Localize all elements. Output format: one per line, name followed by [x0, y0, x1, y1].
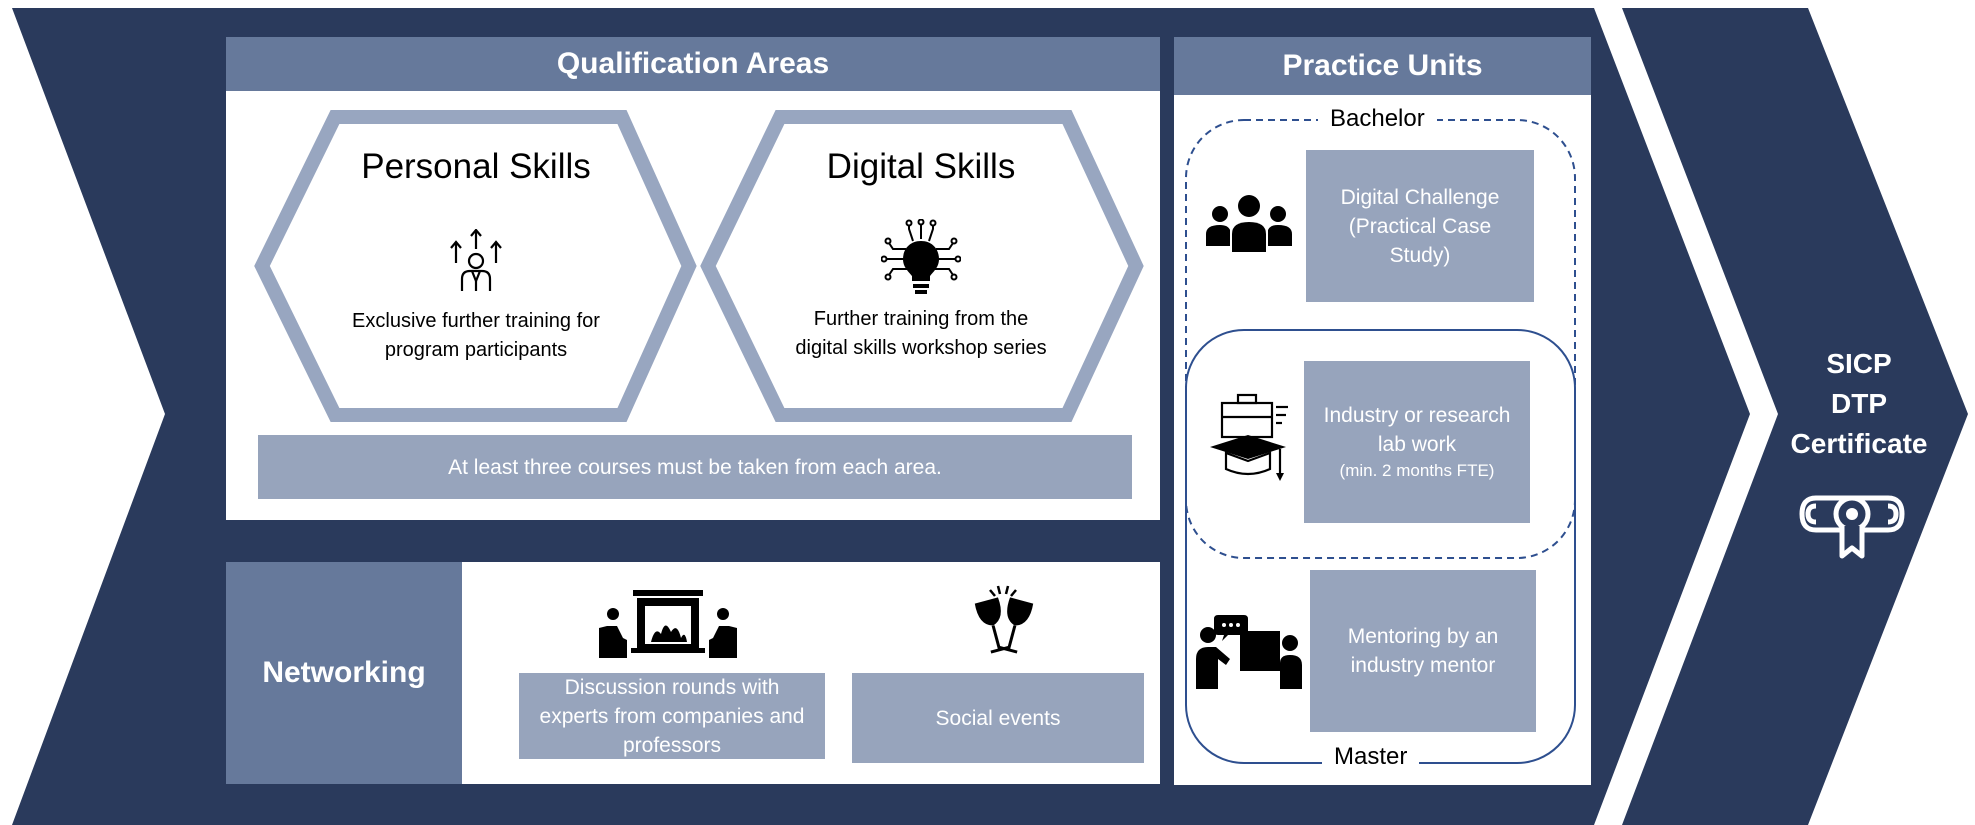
master-label: Master: [1322, 743, 1420, 771]
certificate-chevron: [1622, 8, 1968, 825]
digital-skills-text: Further training from the digital skills…: [795, 308, 1047, 359]
personal-skills: Personal Skills Exclusive further traini…: [296, 147, 656, 417]
practice-panel: Practice Units Bachelor Master Digital C…: [1174, 37, 1591, 785]
digital-skills: Digital Skills Further training from the…: [741, 147, 1101, 417]
digital-skills-title: Digital Skills: [826, 147, 1016, 186]
networking-panel: Networking Discussion rounds with expert…: [226, 562, 1160, 784]
fireplace-chat-icon: [599, 590, 737, 658]
discussion-rounds-box: Discussion rounds with experts from comp…: [519, 673, 825, 759]
personal-skills-title: Personal Skills: [361, 147, 591, 186]
lab-work-box: Industry or research lab work (min. 2 mo…: [1304, 361, 1530, 523]
person-growth-icon: [450, 229, 502, 291]
circuit-bulb-icon: [881, 219, 961, 294]
mentoring-box: Mentoring by an industry mentor: [1310, 570, 1536, 732]
mentor-presentation-icon: [1196, 615, 1302, 689]
lab-work-note: (min. 2 months FTE): [1339, 461, 1495, 480]
certificate-title: SICP DTP Certificate: [1764, 344, 1954, 464]
networking-label: Networking: [226, 562, 462, 784]
qualification-panel: Qualification Areas Personal Skills Excl…: [226, 37, 1160, 520]
certificate-line-3: Certificate: [1790, 428, 1928, 459]
bachelor-label: Bachelor: [1318, 105, 1437, 133]
qualification-header: Qualification Areas: [226, 37, 1160, 91]
digital-challenge-box: Digital Challenge (Practical Case Study): [1306, 150, 1534, 302]
personal-skills-text: Exclusive further training for program p…: [352, 310, 600, 361]
personal-skills-hexagon: [254, 110, 697, 422]
team-icon: [1206, 195, 1292, 252]
requirement-note: At least three courses must be taken fro…: [258, 435, 1132, 499]
certificate-line-2: DTP: [1831, 388, 1887, 419]
certificate-scroll-icon: [1799, 495, 1905, 559]
social-events-box: Social events: [852, 673, 1144, 763]
lab-work-text: Industry or research lab work: [1323, 404, 1511, 456]
practice-header: Practice Units: [1174, 37, 1591, 95]
briefcase-graduate-icon: [1210, 393, 1288, 481]
wine-glasses-icon: [974, 585, 1034, 654]
certificate-line-1: SICP: [1826, 348, 1892, 379]
